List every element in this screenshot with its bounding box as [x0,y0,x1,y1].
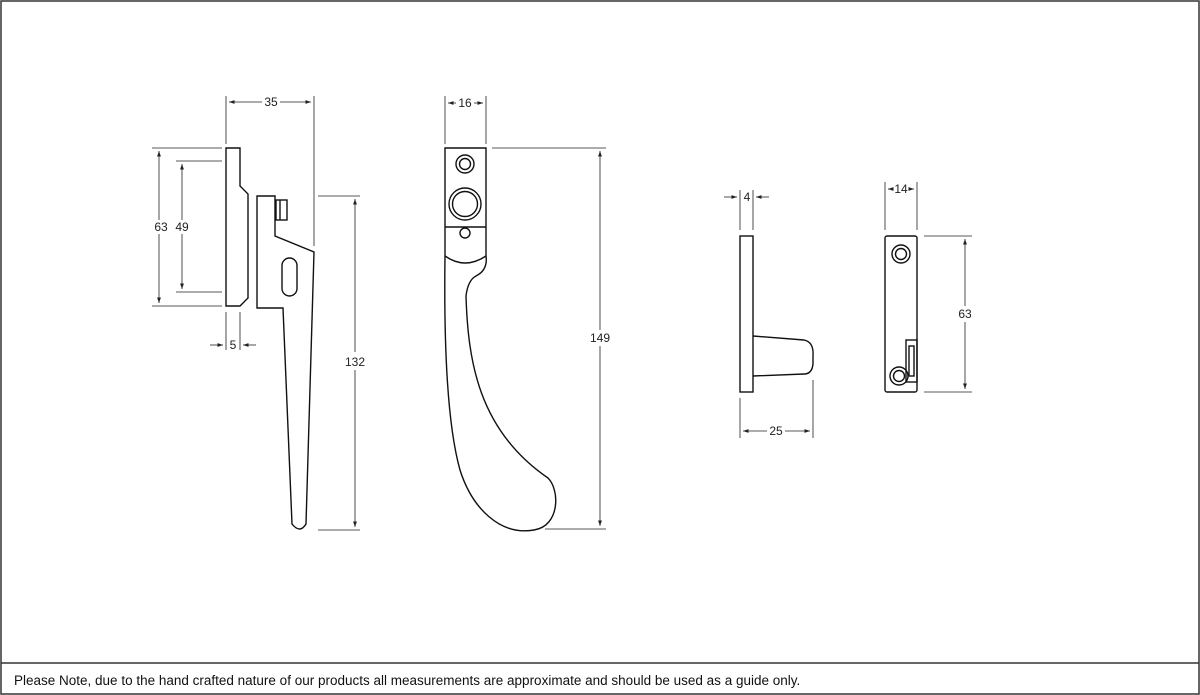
dim-label-plate-height: 63 [154,220,168,234]
keep-front-view [884,235,918,393]
dim-label-keep-projection: 25 [769,424,783,438]
dim-label-fixing-centres: 49 [175,220,189,234]
keep-front-dims [884,182,972,393]
handle-side-view [225,147,315,530]
keep-side-view [739,235,814,393]
handle-front-dims [444,96,606,530]
dim-label-front-width: 16 [458,96,472,110]
dim-label-keep-height: 63 [958,307,972,321]
handle-front-view [444,147,557,532]
handle-side-dims [152,96,360,531]
dim-label-handle-width: 35 [264,95,278,109]
dim-label-keep-width: 14 [894,182,908,196]
dim-label-front-length: 149 [590,331,610,345]
keep-side-dims [724,190,814,438]
dim-label-keep-thickness: 4 [744,190,751,204]
dim-label-handle-length: 132 [345,355,365,369]
dim-label-plate-thickness: 5 [230,338,237,352]
disclaimer-note: Please Note, due to the hand crafted nat… [14,673,801,688]
